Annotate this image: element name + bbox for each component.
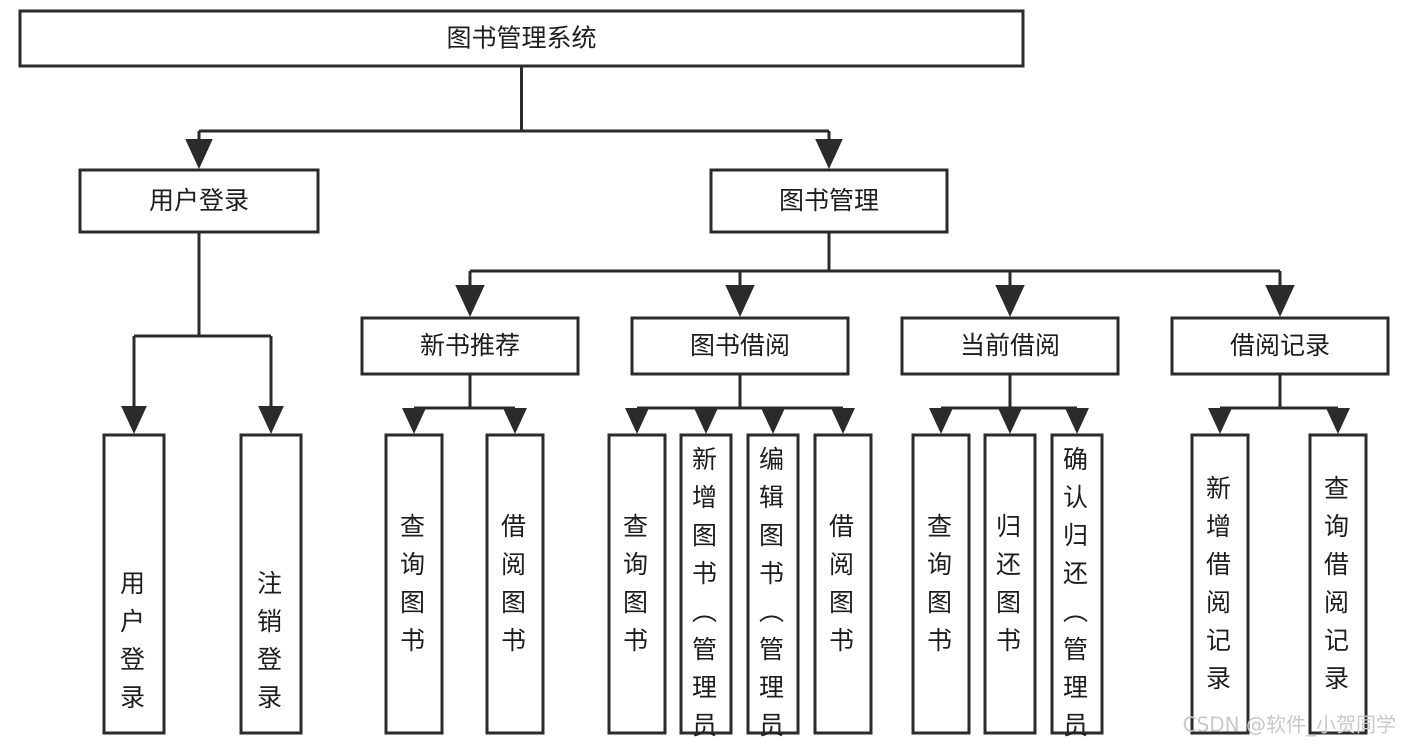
node-label-leaf-user-login: 用户登录	[120, 569, 148, 712]
node-leaf-add-record[interactable]: 新增借阅记录	[1190, 433, 1250, 735]
node-label-leaf-add-record: 新增借阅记录	[1206, 474, 1234, 693]
node-box-leaf-logout	[239, 433, 303, 735]
node-box-leaf-add-record	[1190, 433, 1250, 735]
node-box-leaf-user-login	[102, 433, 166, 735]
node-box-leaf-borrow-book-1	[485, 433, 545, 735]
node-box-new-book-rec	[360, 316, 580, 376]
node-leaf-confirm-return[interactable]: 确认归还︵管理员︶	[1050, 433, 1104, 747]
node-box-leaf-query-book-3	[911, 433, 971, 735]
node-leaf-borrow-book-2[interactable]: 借阅图书	[813, 433, 873, 735]
node-current-borrow[interactable]: 当前借阅	[900, 316, 1120, 376]
node-leaf-query-record[interactable]: 查询借阅记录	[1308, 433, 1368, 735]
node-box-leaf-query-book-1	[384, 433, 444, 735]
node-box-leaf-add-book	[679, 433, 733, 735]
edge-group-book-borrow	[625, 374, 855, 434]
node-leaf-user-login[interactable]: 用户登录	[102, 433, 166, 735]
node-book-borrow[interactable]: 图书借阅	[630, 316, 850, 376]
node-box-leaf-edit-book	[746, 433, 800, 735]
node-leaf-borrow-book-1[interactable]: 借阅图书	[485, 433, 545, 735]
node-label-leaf-query-record: 查询借阅记录	[1324, 474, 1352, 693]
node-layer: 图书管理系统用户登录图书管理新书推荐图书借阅当前借阅借阅记录用户登录注销登录查询…	[18, 9, 1390, 747]
connector-layer	[121, 66, 1350, 434]
node-box-leaf-query-record	[1308, 433, 1368, 735]
node-label-root: 图书管理系统	[446, 24, 596, 53]
node-box-leaf-borrow-book-2	[813, 433, 873, 735]
edge-group-current-borrow	[929, 374, 1089, 434]
node-label-leaf-add-book: 新增图书︵管理员︶	[692, 445, 720, 747]
node-box-leaf-confirm-return	[1050, 433, 1104, 735]
node-box-book-borrow	[630, 316, 850, 376]
edge-group-root	[185, 66, 843, 169]
node-box-leaf-return-book	[983, 433, 1037, 735]
node-borrow-record[interactable]: 借阅记录	[1170, 316, 1390, 376]
node-label-current-borrow: 当前借阅	[960, 331, 1060, 360]
edge-group-book-manage	[455, 232, 1295, 317]
node-root[interactable]: 图书管理系统	[18, 9, 1025, 68]
node-box-leaf-query-book-2	[607, 433, 667, 735]
node-leaf-query-book-3[interactable]: 查询图书	[911, 433, 971, 735]
node-leaf-query-book-2[interactable]: 查询图书	[607, 433, 667, 735]
edge-group-new-book-rec	[402, 374, 527, 434]
node-label-leaf-query-book-1: 查询图书	[400, 512, 428, 655]
node-leaf-return-book[interactable]: 归还图书	[983, 433, 1037, 735]
node-box-book-manage	[709, 168, 949, 234]
node-box-borrow-record	[1170, 316, 1390, 376]
node-label-leaf-query-book-3: 查询图书	[927, 512, 955, 655]
node-label-new-book-rec: 新书推荐	[420, 331, 520, 360]
node-book-manage[interactable]: 图书管理	[709, 168, 949, 234]
node-label-leaf-edit-book: 编辑图书︵管理员︶	[759, 445, 787, 747]
node-label-leaf-logout: 注销登录	[257, 569, 285, 712]
node-new-book-rec[interactable]: 新书推荐	[360, 316, 580, 376]
csdn-watermark: CSDN @软件_小贺同学	[1183, 713, 1396, 737]
node-label-leaf-query-book-2: 查询图书	[623, 512, 651, 655]
node-box-root	[18, 9, 1025, 68]
node-leaf-query-book-1[interactable]: 查询图书	[384, 433, 444, 735]
node-box-user-login	[78, 168, 320, 234]
node-leaf-edit-book[interactable]: 编辑图书︵管理员︶	[746, 433, 800, 747]
edge-group-borrow-record	[1208, 374, 1350, 434]
node-label-leaf-borrow-book-1: 借阅图书	[501, 512, 529, 655]
node-label-leaf-confirm-return: 确认归还︵管理员︶	[1063, 445, 1091, 747]
node-leaf-add-book[interactable]: 新增图书︵管理员︶	[679, 433, 733, 747]
node-label-book-borrow: 图书借阅	[690, 331, 790, 360]
edge-group-user-login	[121, 232, 284, 434]
node-label-leaf-borrow-book-2: 借阅图书	[829, 512, 857, 655]
node-label-book-manage: 图书管理	[779, 186, 879, 215]
node-user-login[interactable]: 用户登录	[78, 168, 320, 234]
node-leaf-logout[interactable]: 注销登录	[239, 433, 303, 735]
node-label-user-login: 用户登录	[149, 186, 249, 215]
node-label-leaf-return-book: 归还图书	[996, 512, 1024, 655]
node-label-borrow-record: 借阅记录	[1230, 331, 1330, 360]
node-box-current-borrow	[900, 316, 1120, 376]
